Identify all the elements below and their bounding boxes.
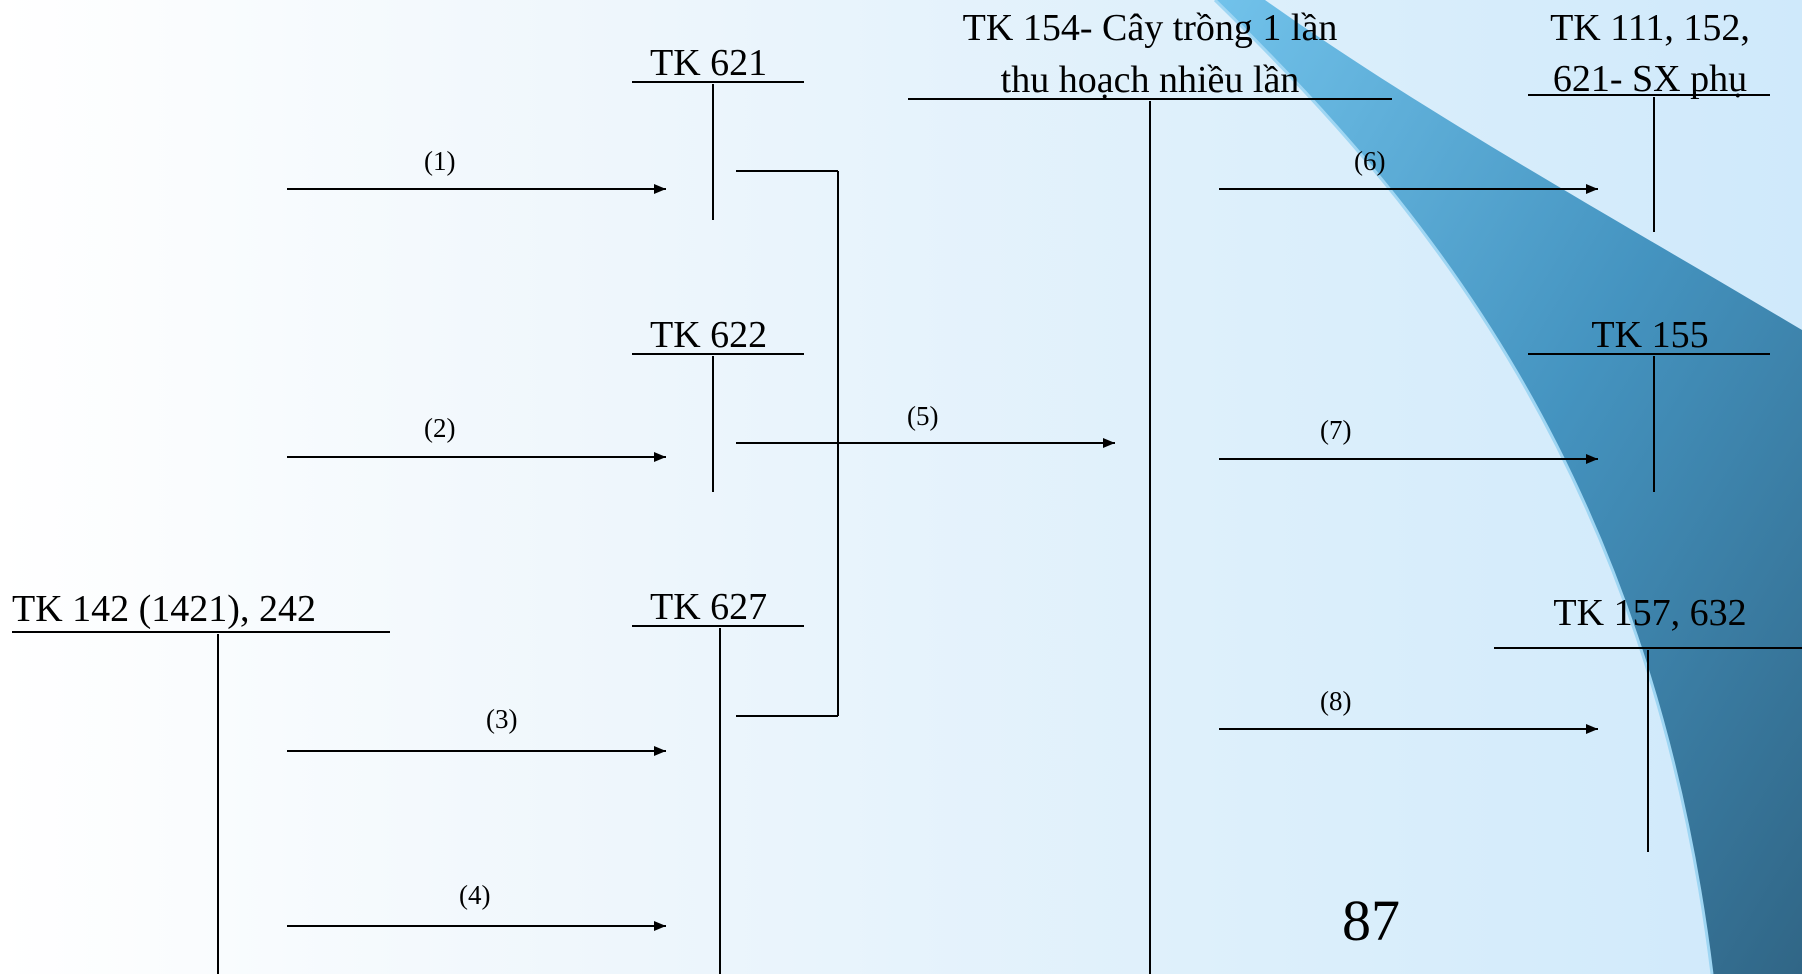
entry-5-label: (5) xyxy=(907,401,939,431)
tk111-label-line1: TK 111, 152, xyxy=(1550,7,1750,49)
entry-7-label: (7) xyxy=(1320,415,1352,445)
tk622-label: TK 622 xyxy=(650,314,768,356)
entry-8-label: (8) xyxy=(1320,686,1352,716)
tk154-label-line2: thu hoạch nhiều lần xyxy=(1000,59,1300,101)
entry-6-label: (6) xyxy=(1354,146,1386,176)
entry-2-label: (2) xyxy=(424,413,456,443)
tk154-label-line1: TK 154- Cây trồng 1 lần xyxy=(962,7,1338,49)
page-number: 87 xyxy=(1342,888,1400,953)
tk627-label: TK 627 xyxy=(650,586,768,628)
tk142-label: TK 142 (1421), 242 xyxy=(12,588,316,630)
tk157-label: TK 157, 632 xyxy=(1553,592,1747,634)
tk155-label: TK 155 xyxy=(1591,314,1709,356)
entry-1-label: (1) xyxy=(424,146,456,176)
entry-3-label: (3) xyxy=(486,704,518,734)
tk111-label-line2: 621- SX phụ xyxy=(1552,58,1748,100)
entry-4-label: (4) xyxy=(459,880,491,910)
tk621-label: TK 621 xyxy=(650,42,768,84)
